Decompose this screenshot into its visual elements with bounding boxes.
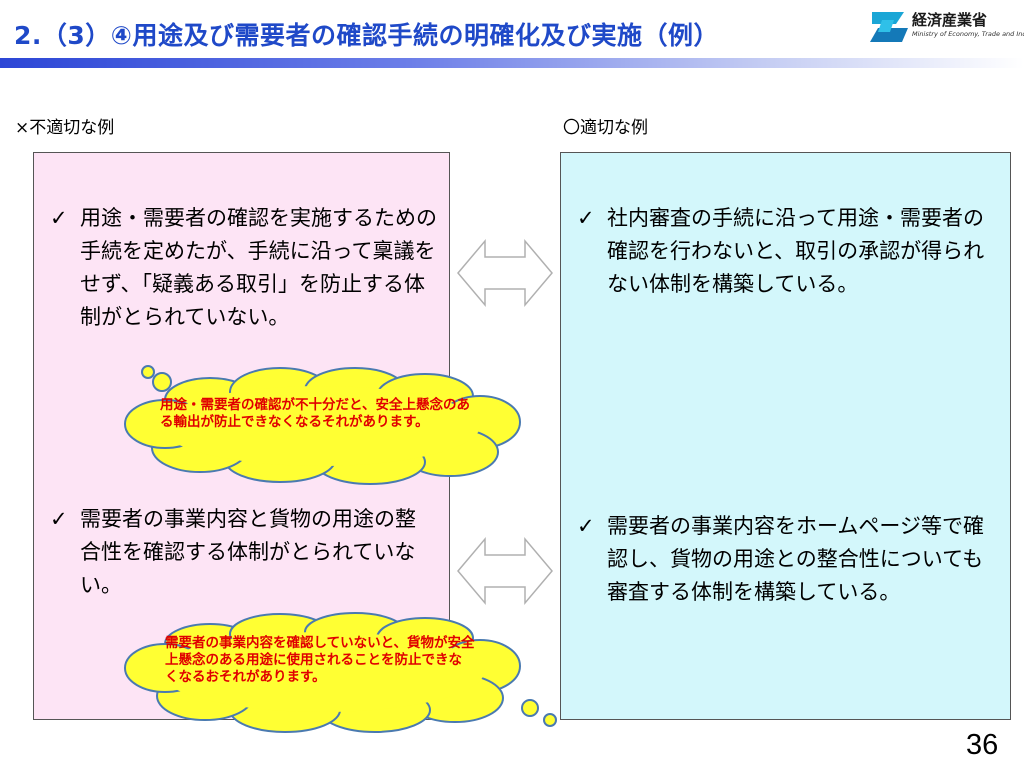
bad-item-2-text: 需要者の事業内容と貨物の用途の整合性を確認する体制がとられていない。	[80, 507, 416, 597]
meti-logo-icon	[870, 12, 908, 42]
double-arrow-icon	[457, 536, 553, 606]
logo-name: 経済産業省	[912, 11, 988, 29]
good-item-2: ✓ 需要者の事業内容をホームページ等で確認し、貨物の用途との整合性についても審査…	[577, 510, 1007, 650]
bad-item-1-text: 用途・需要者の確認を実施するための手続を定めたが、手続に沿って稟議をせず、「疑義…	[80, 206, 437, 329]
check-icon: ✓	[50, 507, 68, 531]
good-item-2-text: 需要者の事業内容をホームページ等で確認し、貨物の用途との整合性についても審査する…	[607, 514, 984, 604]
warning-cloud-callout	[124, 612, 557, 733]
good-item-1-text: 社内審査の手続に沿って用途・需要者の確認を行わないと、取引の承認が得られない体制…	[607, 206, 985, 296]
check-icon: ✓	[50, 206, 68, 230]
good-item-1: ✓ 社内審査の手続に沿って用途・需要者の確認を行わないと、取引の承認が得られない…	[577, 202, 1007, 342]
logo-subtitle: Ministry of Economy, Trade and Industry	[912, 30, 1024, 38]
bad-example-label: ×不適切な例	[15, 118, 115, 138]
check-icon: ✓	[577, 206, 595, 230]
bad-item-2: ✓ 需要者の事業内容と貨物の用途の整合性を確認する体制がとられていない。	[50, 503, 445, 613]
bad-item-1: ✓ 用途・需要者の確認を実施するための手続を定めたが、手続に沿って稟議をせず、「…	[50, 202, 445, 372]
callout-2-text: 需要者の事業内容を確認していないと、貨物が安全上懸念のある用途に使用されることを…	[165, 635, 475, 685]
good-example-panel	[560, 152, 1011, 720]
check-icon: ✓	[577, 514, 595, 538]
page-number: 36	[966, 729, 999, 761]
callout-1-text: 用途・需要者の確認が不十分だと、安全上懸念のある輸出が防止できなくなるそれがあり…	[160, 397, 470, 430]
good-example-label: 〇適切な例	[563, 118, 648, 138]
warning-cloud-callout	[124, 365, 521, 485]
double-arrow-icon	[457, 238, 553, 308]
slide-title: 2.（3）④用途及び需要者の確認手続の明確化及び実施（例）	[14, 21, 719, 50]
title-underline	[0, 58, 1024, 68]
